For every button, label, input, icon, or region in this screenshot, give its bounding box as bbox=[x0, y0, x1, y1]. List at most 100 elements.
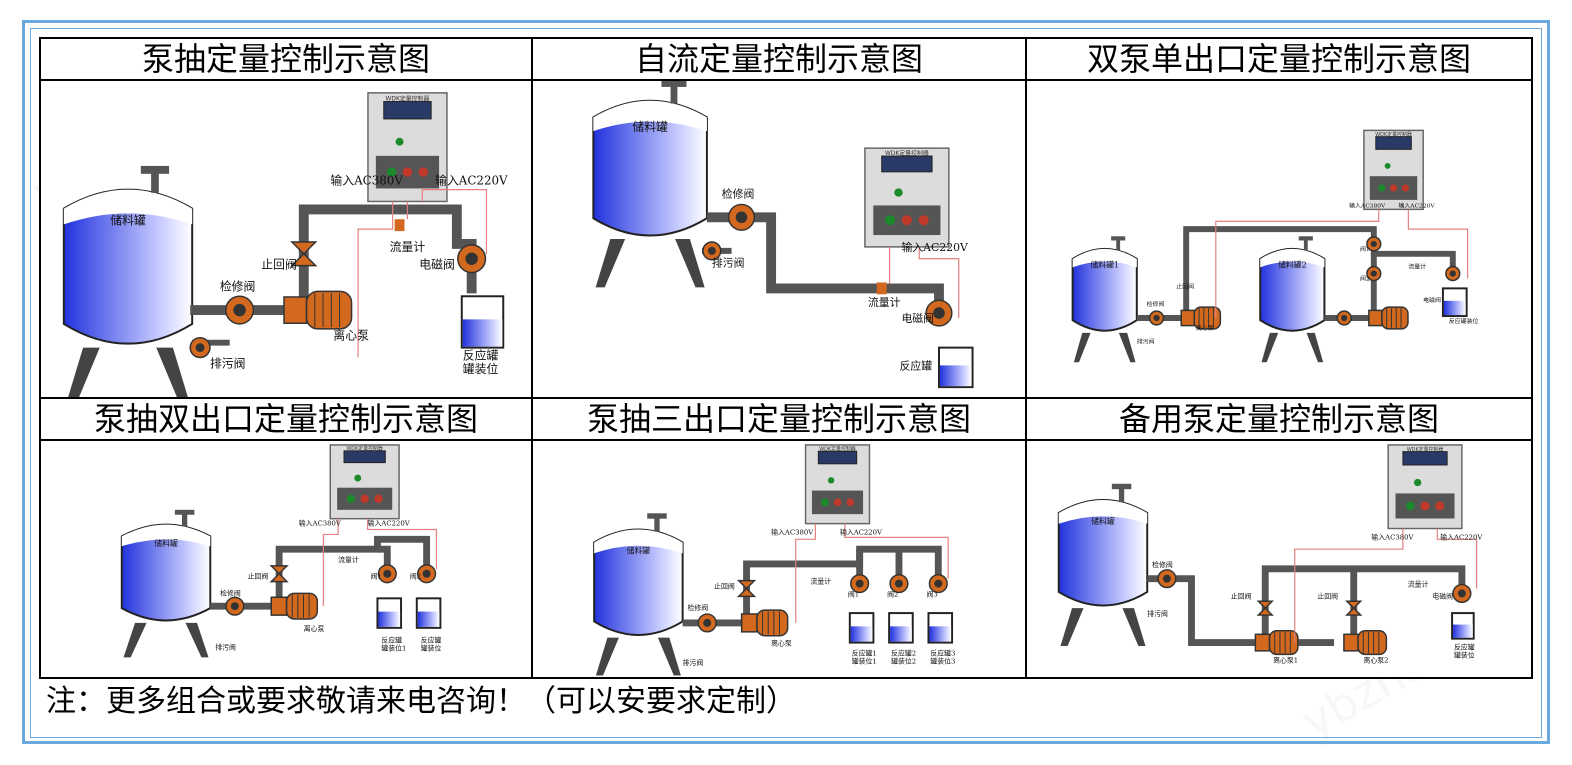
label-flowmeter: 流量计 bbox=[868, 295, 901, 309]
tank-label: 储料罐2 bbox=[1278, 259, 1307, 269]
label-solenoid: 电磁阀 bbox=[1432, 591, 1453, 600]
valve-icon bbox=[735, 211, 748, 224]
check-valve-icon bbox=[269, 565, 289, 583]
tank-leg bbox=[1261, 332, 1279, 363]
tank-leg bbox=[657, 637, 681, 676]
valve-icon bbox=[233, 303, 246, 317]
label-check-valve: 止回阀 bbox=[248, 572, 269, 581]
reactor-liquid bbox=[417, 611, 440, 627]
label-service-valve: 检修阀 bbox=[1147, 300, 1165, 308]
label-service-valve: 检修阀 bbox=[1152, 560, 1173, 569]
start-indicator bbox=[1384, 162, 1391, 169]
control-button bbox=[1401, 184, 1409, 192]
tank-vent bbox=[181, 512, 188, 527]
control-button bbox=[1420, 501, 1430, 511]
signal-wire bbox=[367, 518, 438, 569]
controller-label: WDK定量控制器 bbox=[346, 445, 382, 452]
motor-icon bbox=[1357, 630, 1388, 656]
label-valve2: 阀2 bbox=[410, 572, 421, 581]
tank-leg bbox=[68, 347, 100, 397]
valve-icon bbox=[422, 569, 431, 578]
valve-icon bbox=[1341, 314, 1348, 322]
pipe bbox=[377, 545, 391, 569]
controller-label: WDK定量控制器 bbox=[885, 149, 929, 157]
flowmeter-icon bbox=[876, 282, 887, 295]
label-drain: 排污阀 bbox=[215, 642, 236, 651]
control-button bbox=[386, 167, 397, 177]
controller-display bbox=[1375, 136, 1412, 150]
controller-display bbox=[343, 450, 386, 464]
title-pump-dual-outlet: 泵抽双出口定量控制示意图 bbox=[39, 397, 533, 441]
tank-vent bbox=[1303, 238, 1308, 251]
tank-leg bbox=[156, 347, 188, 397]
controller-label: WDK定量控制器 bbox=[1375, 131, 1412, 138]
signal-wire bbox=[1215, 209, 1380, 318]
pump-icon bbox=[1180, 309, 1196, 327]
tank-leg bbox=[1060, 608, 1084, 647]
control-button bbox=[918, 215, 929, 226]
tank-top bbox=[1058, 500, 1148, 524]
label-valve2: 阀2 bbox=[1360, 274, 1370, 282]
signal-wire bbox=[918, 246, 960, 318]
label-ac220: 输入AC220V bbox=[1398, 201, 1435, 209]
controller-display bbox=[817, 450, 858, 465]
control-button bbox=[1405, 501, 1415, 511]
valve-icon bbox=[855, 579, 864, 588]
reactor-liquid bbox=[1453, 624, 1473, 638]
tank-vent bbox=[174, 509, 195, 515]
label-check-valve-2: 止回阀 bbox=[1317, 591, 1338, 600]
label-check-valve: 止回阀 bbox=[714, 582, 735, 591]
valve-icon bbox=[894, 579, 903, 588]
label-reactor: 反应罐装位 bbox=[1449, 317, 1479, 325]
label-drain: 排污阀 bbox=[1137, 338, 1155, 346]
flowmeter-icon bbox=[394, 219, 405, 232]
tank-label: 储料罐 bbox=[1091, 516, 1115, 526]
label-reactor1: 罐装位1 bbox=[381, 643, 406, 652]
motor-icon bbox=[1381, 306, 1409, 330]
label-flowmeter: 流量计 bbox=[1408, 580, 1429, 589]
label-reactor3: 反应罐3 bbox=[930, 648, 955, 657]
tank-vent bbox=[1116, 238, 1121, 251]
tank-vent bbox=[151, 170, 159, 193]
motor-icon bbox=[305, 290, 353, 330]
label-drain: 排污阀 bbox=[712, 256, 745, 270]
control-button bbox=[360, 494, 369, 503]
label-service-valve: 检修阀 bbox=[220, 279, 256, 293]
label-ac220: 输入AC220V bbox=[368, 519, 411, 528]
pump-icon bbox=[1368, 309, 1383, 327]
tank-label: 储料罐 bbox=[632, 120, 668, 134]
motor-icon bbox=[1268, 630, 1299, 656]
tank-leg bbox=[1306, 332, 1324, 363]
controller-display bbox=[383, 101, 432, 120]
label-solenoid: 电磁阀 bbox=[901, 311, 934, 325]
label-ac380: 输入AC380V bbox=[1371, 532, 1414, 541]
tank-leg bbox=[675, 239, 705, 288]
motor-icon bbox=[285, 592, 319, 620]
label-flowmeter: 流量计 bbox=[1408, 263, 1426, 271]
signal-wire bbox=[357, 201, 394, 358]
label-ac380: 输入AC380V bbox=[299, 519, 342, 528]
tank-top bbox=[593, 100, 707, 132]
control-button bbox=[418, 167, 429, 177]
start-indicator bbox=[827, 477, 835, 484]
signal-wire bbox=[421, 189, 488, 254]
label-reactor: 反应罐 bbox=[463, 348, 499, 362]
label-reactor: 反应罐 bbox=[1454, 642, 1475, 651]
check-valve-icon bbox=[290, 241, 318, 267]
reactor-liquid bbox=[890, 626, 912, 642]
signal-wire bbox=[1436, 528, 1478, 589]
label-service-valve: 检修阀 bbox=[688, 603, 709, 612]
label-pump: 离心泵 bbox=[304, 624, 325, 633]
label-valve1: 阀1 bbox=[371, 572, 382, 581]
tank-leg bbox=[1073, 332, 1091, 363]
control-button bbox=[820, 498, 829, 507]
tank-vent bbox=[1298, 236, 1313, 241]
label-service-valve: 检修阀 bbox=[220, 588, 241, 597]
valve-icon bbox=[465, 252, 478, 265]
inner-frame bbox=[30, 28, 1542, 738]
label-ac380: 输入AC380V bbox=[771, 527, 814, 536]
controller-display bbox=[881, 155, 933, 173]
controller-label: WDK定量控制器 bbox=[819, 445, 855, 452]
signal-wire bbox=[322, 518, 339, 607]
